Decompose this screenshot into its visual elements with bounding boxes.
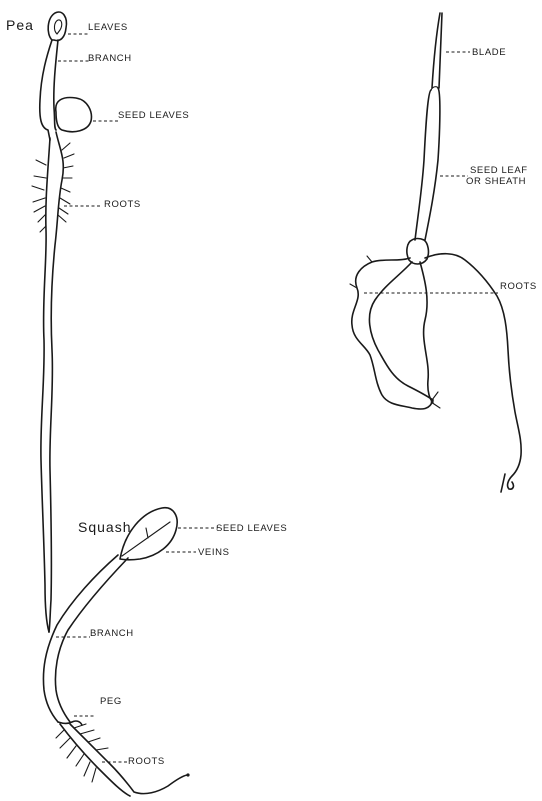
grass-blade-label: BLADE <box>472 47 506 58</box>
pea-seed-leaves-label: SEED LEAVES <box>118 110 189 121</box>
pea-leaves-label: LEAVES <box>88 22 128 33</box>
pea-branch-label: BRANCH <box>88 53 132 64</box>
grass-roots-label: ROOTS <box>500 281 537 292</box>
pea-roots-label: ROOTS <box>104 199 141 210</box>
pea-seedling: Pea <box>6 12 91 632</box>
squash-root-hairs-drawing <box>56 724 108 782</box>
pea-seed-leaves-drawing <box>56 98 92 132</box>
pea-root-hairs-drawing <box>32 143 74 232</box>
squash-seed-leaves-label: SEED LEAVES <box>216 523 287 534</box>
pea-title: Pea <box>6 17 34 33</box>
pea-root-drawing <box>41 138 50 632</box>
squash-title: Squash <box>78 519 131 535</box>
grass-sheath-drawing <box>415 88 440 240</box>
squash-roots-label: ROOTS <box>128 756 165 767</box>
grass-seedling <box>350 13 521 492</box>
grass-seed-leaf-label-2: OR SHEATH <box>466 176 526 187</box>
grass-seed-leaf-label-1: SEED LEAF <box>470 165 528 176</box>
squash-seedling: Squash <box>43 508 189 796</box>
pea-leaves-drawing <box>48 12 66 40</box>
grass-blade-drawing <box>432 13 442 88</box>
grass-seed-drawing <box>407 239 429 265</box>
squash-veins-label: VEINS <box>198 547 230 558</box>
squash-peg-label: PEG <box>100 696 122 707</box>
squash-root-drawing <box>60 724 187 796</box>
pea-branch-drawing <box>40 40 52 140</box>
squash-branch-label: BRANCH <box>90 628 134 639</box>
